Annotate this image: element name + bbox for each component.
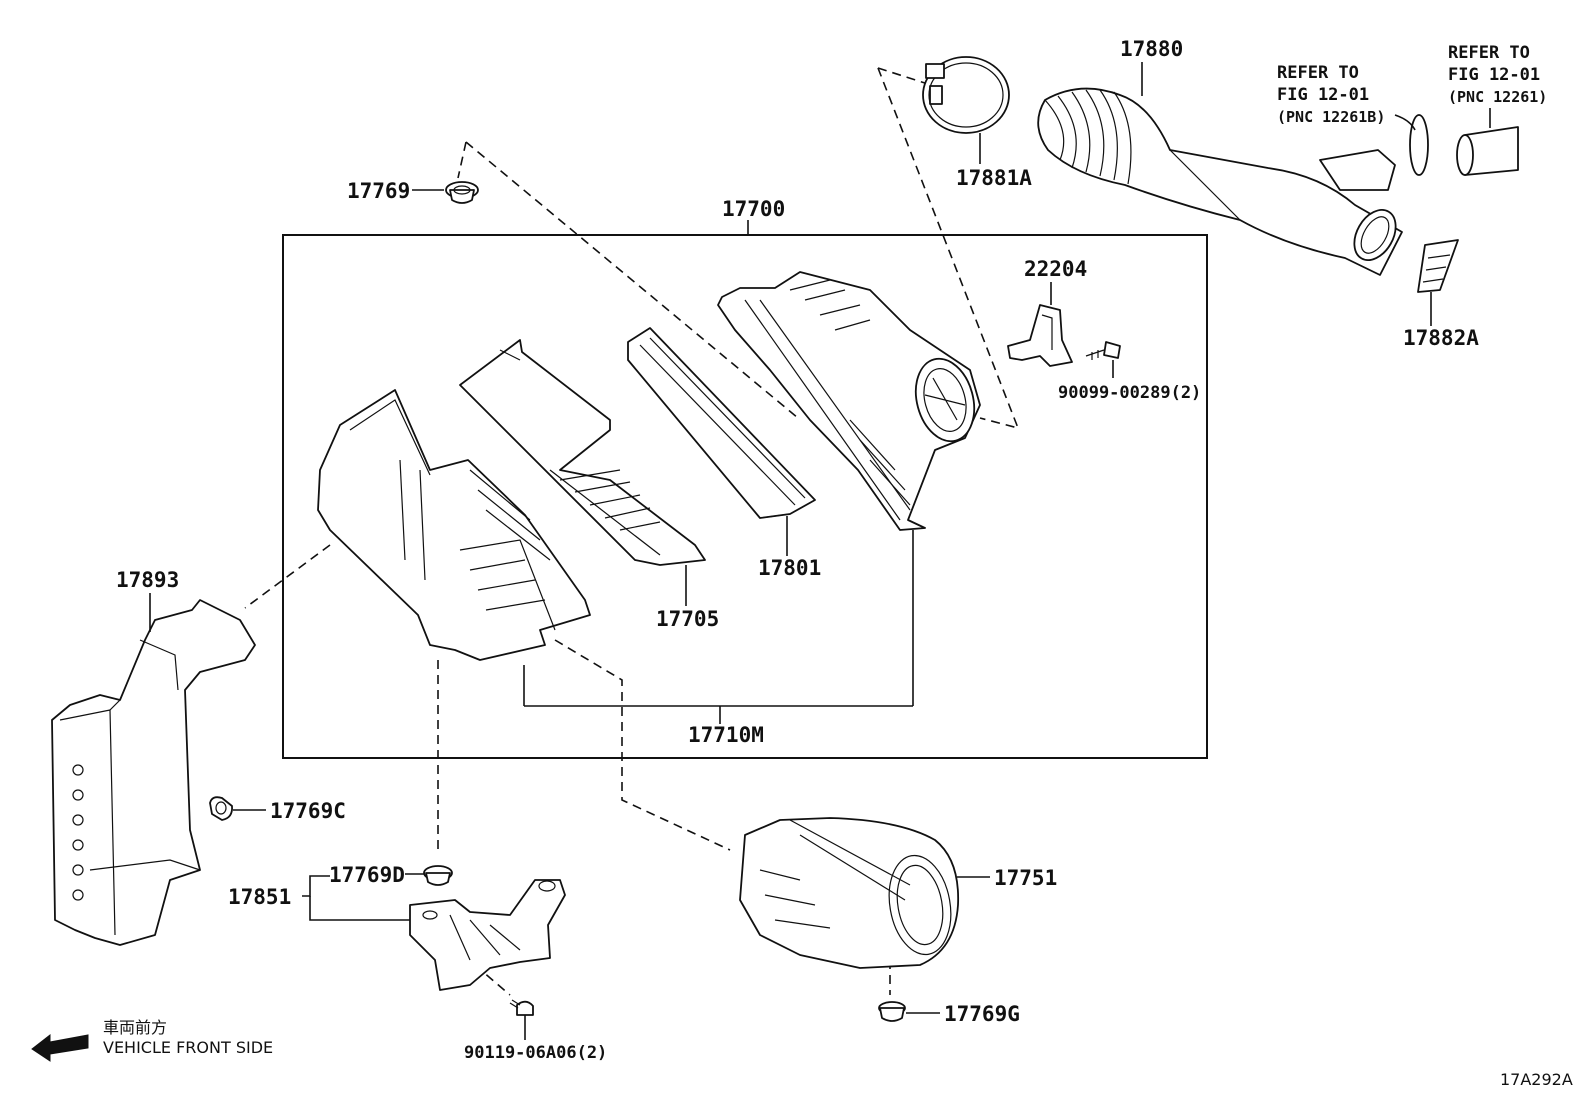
label-17880: 17880 — [1120, 37, 1183, 61]
front-legend: 車両前方 VEHICLE FRONT SIDE — [31, 1018, 273, 1062]
label-17769c: 17769C — [270, 799, 346, 823]
label-17893: 17893 — [116, 568, 179, 592]
legend-jp-text: 車両前方 — [103, 1018, 167, 1037]
sensor-22204[interactable] — [1007, 304, 1073, 367]
label-17705: 17705 — [656, 607, 719, 631]
ref1-line1: REFER TO — [1277, 63, 1359, 83]
grommet-17769c[interactable] — [209, 796, 233, 821]
dashed-guides — [244, 67, 1020, 996]
label-17700: 17700 — [722, 197, 785, 221]
grommet-17769g[interactable] — [878, 1001, 906, 1022]
label-17710m: 17710M — [688, 723, 764, 747]
legend-en-text: VEHICLE FRONT SIDE — [103, 1038, 273, 1057]
lower-case[interactable] — [317, 389, 591, 661]
clamp-17881a[interactable] — [922, 56, 1010, 134]
ref1-line3: (PNC 12261B) — [1277, 108, 1385, 126]
ref2-line2: FIG 12-01 — [1448, 65, 1540, 85]
label-90099: 90099-00289(2) — [1058, 383, 1201, 403]
label-17769g: 17769G — [944, 1002, 1020, 1026]
inlet-duct-17893[interactable] — [51, 599, 256, 946]
ref2-line1: REFER TO — [1448, 43, 1530, 63]
label-22204: 22204 — [1024, 257, 1087, 281]
assembly-frame — [282, 234, 1208, 759]
bracket-17851[interactable] — [409, 879, 566, 991]
part-labels: 17700 17769 17881A 17880 REFER TO FIG 12… — [116, 37, 1547, 1063]
grommet-17769[interactable] — [445, 181, 479, 204]
bolt-90119[interactable] — [509, 999, 534, 1016]
housing-cap-17710m[interactable] — [717, 271, 983, 531]
label-17881a: 17881A — [956, 166, 1032, 190]
intake-hose-17880[interactable] — [1037, 87, 1404, 276]
label-17751: 17751 — [994, 866, 1057, 890]
ref-part-12261b — [1394, 114, 1429, 176]
ref1-line2: FIG 12-01 — [1277, 85, 1369, 105]
filter-frame-17705[interactable] — [459, 339, 706, 566]
resonator-17751[interactable] — [739, 817, 960, 969]
filter-element-17801[interactable] — [627, 327, 816, 519]
label-17769d: 17769D — [329, 863, 405, 887]
diagram-code: 17A292A — [1500, 1070, 1573, 1089]
grommet-17769d[interactable] — [423, 865, 453, 886]
label-90119: 90119-06A06(2) — [464, 1043, 607, 1063]
ref2-line3: (PNC 12261) — [1448, 88, 1547, 106]
label-17882a: 17882A — [1403, 326, 1479, 350]
arrow-left-icon — [31, 1033, 89, 1062]
clip-17882a[interactable] — [1417, 239, 1459, 293]
label-17801: 17801 — [758, 556, 821, 580]
label-17769: 17769 — [347, 179, 410, 203]
label-17851: 17851 — [228, 885, 291, 909]
screw-90099[interactable] — [1085, 341, 1121, 360]
ref-part-12261 — [1456, 108, 1519, 176]
